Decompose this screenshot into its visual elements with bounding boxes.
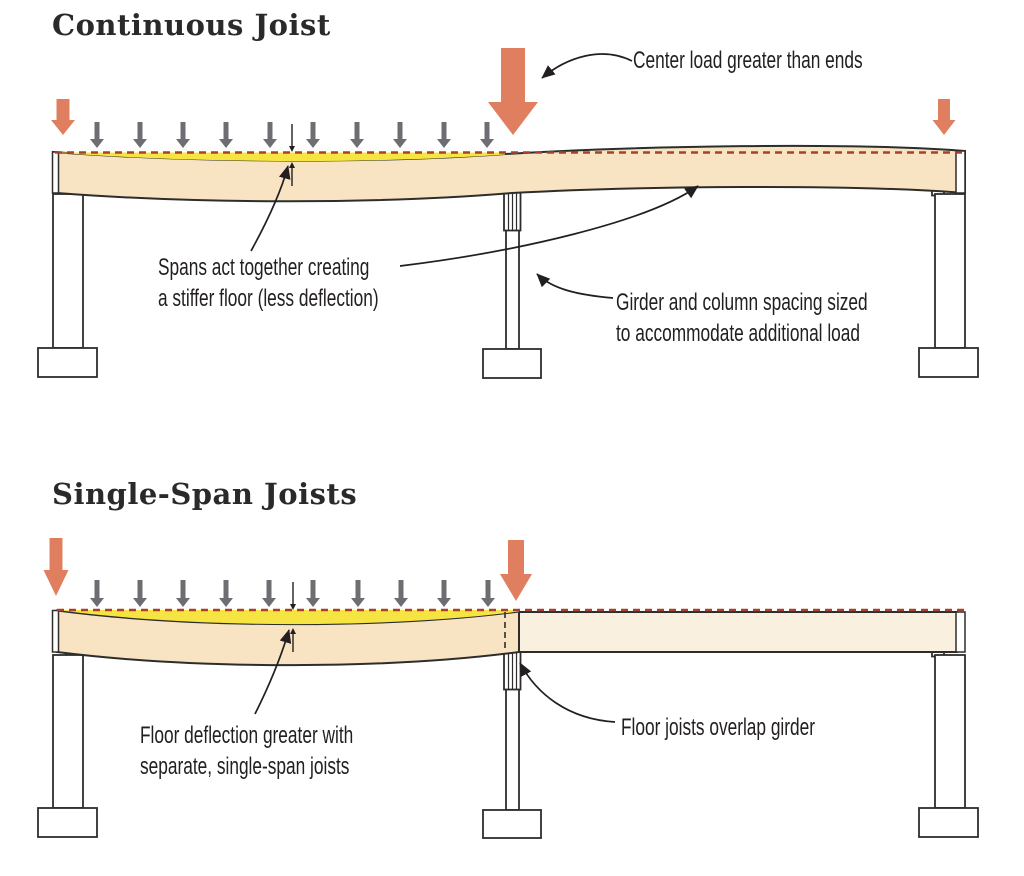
single-span-joists-diagram [37,538,979,839]
load-arrow-left [43,538,69,596]
continuous-joist-diagram [37,48,979,379]
spans-act-together-line1: Spans act together creating [158,254,370,281]
leader-spans-to-beam [399,185,699,267]
center-load-label: Center load greater than ends [633,47,863,74]
spans-act-together-line2: a stiffer floor (less deflection) [158,285,379,312]
deflection-dimension-arrows [289,124,295,186]
left-wall [52,193,84,349]
floor-deflection-label: Floor deflection greater with separate, … [140,720,353,782]
spans-act-together-label: Spans act together creating a stiffer fl… [158,252,379,314]
center-column [505,688,520,811]
right-wall [934,654,966,809]
distributed-load-arrows [90,580,495,607]
load-arrow-center [500,540,532,601]
right-footing [918,347,979,378]
center-footing [482,348,542,379]
top-diagram-title: Continuous Joist [52,8,331,42]
right-rim-joist [955,150,966,194]
right-footing [918,807,979,838]
deflection-highlight [53,152,505,162]
leader-girder-to-column [536,273,614,299]
left-rim-joist [51,151,60,194]
left-wall [52,654,84,809]
girder-spacing-line1: Girder and column spacing sized [616,289,868,316]
girder-spacing-line2: to accommodate additional load [616,320,861,347]
load-arrow-right [932,99,956,135]
leader-overlap-to-girder [519,662,616,723]
load-arrow-left [51,99,75,135]
deflection-highlight [57,610,519,625]
leader-deflection-to-dimension [254,629,292,715]
bottom-diagram-title: Single-Span Joists [52,477,358,511]
floor-deflection-line1: Floor deflection greater with [140,722,354,749]
girder-end [503,651,522,691]
girder-end [503,191,522,232]
left-rim-joist [51,609,60,653]
deflection-dimension-arrows [290,582,296,652]
joists-overlap-label: Floor joists overlap girder [621,714,815,741]
center-footing [482,809,542,839]
distributed-load-arrows [90,122,494,148]
left-footing [37,807,98,838]
girder-spacing-label: Girder and column spacing sized to accom… [616,287,868,349]
left-footing [37,347,98,378]
right-span-joist [518,611,958,653]
load-arrow-center [488,48,538,135]
leader-spans-to-dimension [250,165,291,252]
right-wall [934,193,966,349]
leader-center-load [541,53,633,79]
floor-deflection-line2: separate, single-span joists [140,753,350,780]
right-rim-joist [955,611,966,653]
